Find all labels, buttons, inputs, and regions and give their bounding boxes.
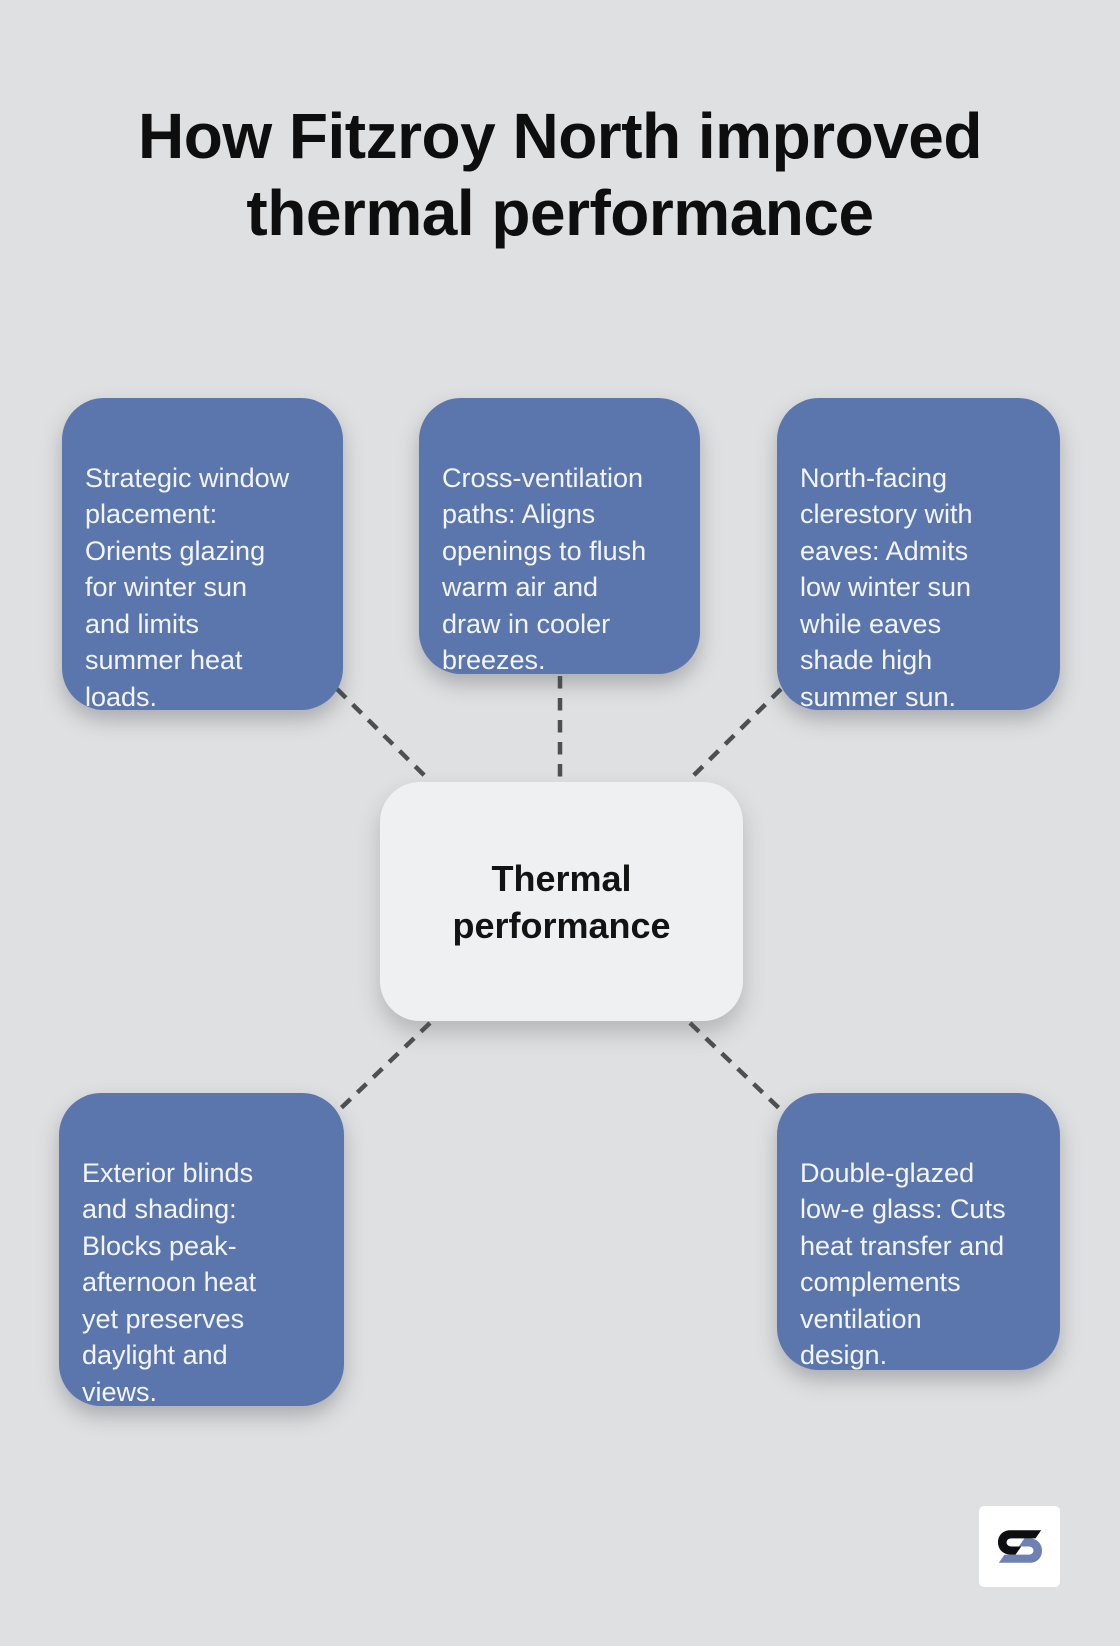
connector-bottom-right [688, 1021, 784, 1113]
card-text: North-facing clerestory with eaves: Admi… [800, 462, 973, 712]
card-text: Double-glazed low-e glass: Cuts heat tra… [800, 1157, 1006, 1371]
card-strategic-window-placement: Strategic window placement: Orients glaz… [62, 398, 343, 712]
page-title: How Fitzroy North improved thermal perfo… [138, 100, 982, 249]
card-north-facing-clerestory: North-facing clerestory with eaves: Admi… [777, 398, 1060, 712]
card-text: Exterior blinds and shading: Blocks peak… [82, 1157, 257, 1407]
central-topic-label: Thermal performance [452, 857, 671, 946]
card-double-glazed-low-e-glass: Double-glazed low-e glass: Cuts heat tra… [777, 1093, 1060, 1370]
card-text: Cross-ventilation paths: Aligns openings… [442, 462, 647, 676]
connector-bottom-left [336, 1021, 432, 1113]
connector-top-left [335, 687, 432, 783]
s-monogram-icon [997, 1530, 1042, 1563]
central-topic-node: Thermal performance [380, 782, 743, 1021]
card-cross-ventilation-paths: Cross-ventilation paths: Aligns openings… [419, 398, 700, 676]
card-text: Strategic window placement: Orients glaz… [85, 462, 290, 712]
brand-logo [979, 1506, 1060, 1587]
connector-top-right [686, 687, 783, 783]
card-exterior-blinds-shading: Exterior blinds and shading: Blocks peak… [59, 1093, 344, 1407]
